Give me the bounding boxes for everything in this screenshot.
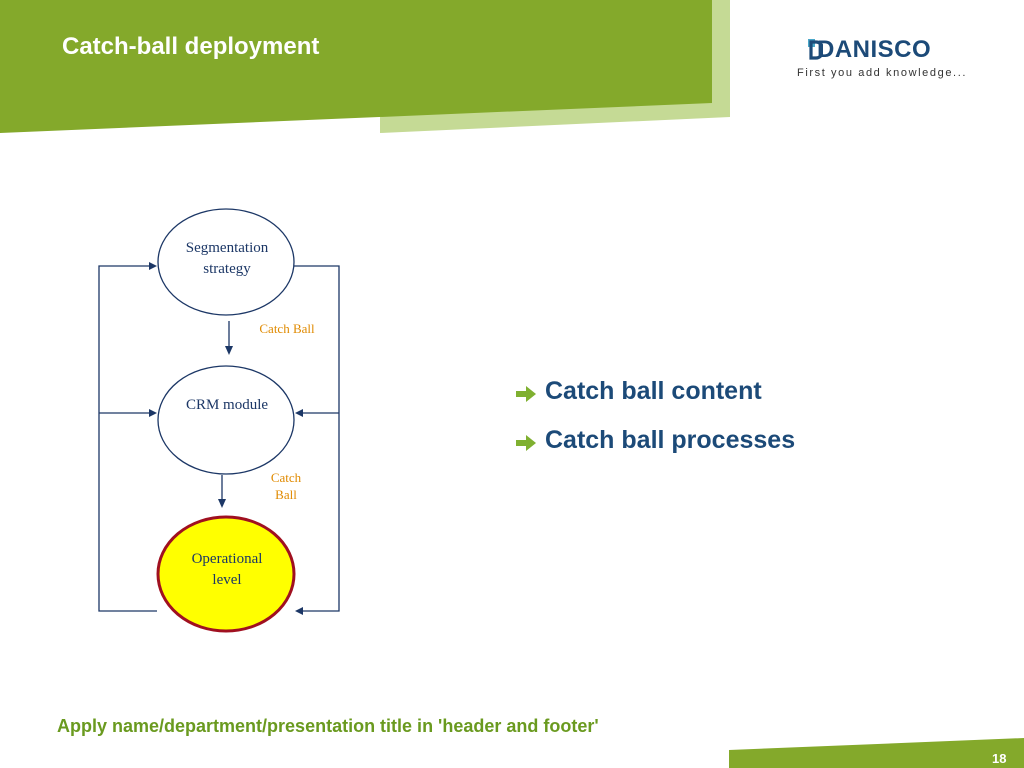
arrow-right-icon (514, 382, 538, 402)
node-crm-module (157, 365, 295, 475)
edge-label-line: Catch Ball (259, 321, 315, 336)
arrowhead-left-top (149, 262, 157, 270)
diagram-connectors (98, 265, 340, 612)
arrowhead-down-2 (218, 499, 226, 508)
node-label-line: Segmentation (185, 240, 269, 256)
arrowhead-left-mid (149, 409, 157, 417)
node-operational-level (156, 515, 296, 633)
node-segmentation-strategy (157, 208, 295, 316)
diagram-arrowheads (149, 262, 303, 615)
node-label-line: level (212, 572, 242, 588)
bullet-item: Catch ball processes (514, 426, 795, 455)
page-number: 18 (992, 751, 1007, 766)
arrowhead-right-bottom (295, 607, 303, 615)
header-band (0, 0, 712, 133)
edge-label-catch-ball-1: Catch Ball (250, 320, 324, 337)
footer-text: Apply name/department/presentation title… (57, 716, 599, 736)
danisco-mark-icon (808, 39, 825, 61)
right-loop-line (294, 265, 340, 612)
node-label-line: CRM module (185, 397, 269, 413)
logo-name: DANISCO (817, 36, 932, 63)
left-loop-line (98, 265, 157, 612)
edge-label-line: Ball (275, 487, 297, 502)
arrowhead-down-1 (225, 346, 233, 355)
node-label-segmentation: Segmentation strategy (166, 238, 288, 280)
bullet-item: Catch ball content (514, 377, 762, 406)
node-label-crm: CRM module (166, 395, 288, 416)
bullet-text: Catch ball processes (545, 426, 796, 454)
edge-label-catch-ball-2: Catch Ball (260, 469, 312, 503)
footer-band (729, 738, 1024, 768)
page-title: Catch-ball deployment (62, 33, 320, 60)
arrow-right-icon (514, 431, 538, 451)
logo-tagline: First you add knowledge... (797, 67, 968, 79)
edge-label-line: Catch (270, 470, 302, 485)
node-label-line: Operational (191, 551, 263, 567)
node-label-line: strategy (203, 261, 251, 277)
danisco-logo: DANISCO (808, 36, 931, 64)
node-label-operational: Operational level (166, 549, 288, 591)
bullet-text: Catch ball content (545, 377, 762, 405)
arrowhead-right-mid (295, 409, 303, 417)
